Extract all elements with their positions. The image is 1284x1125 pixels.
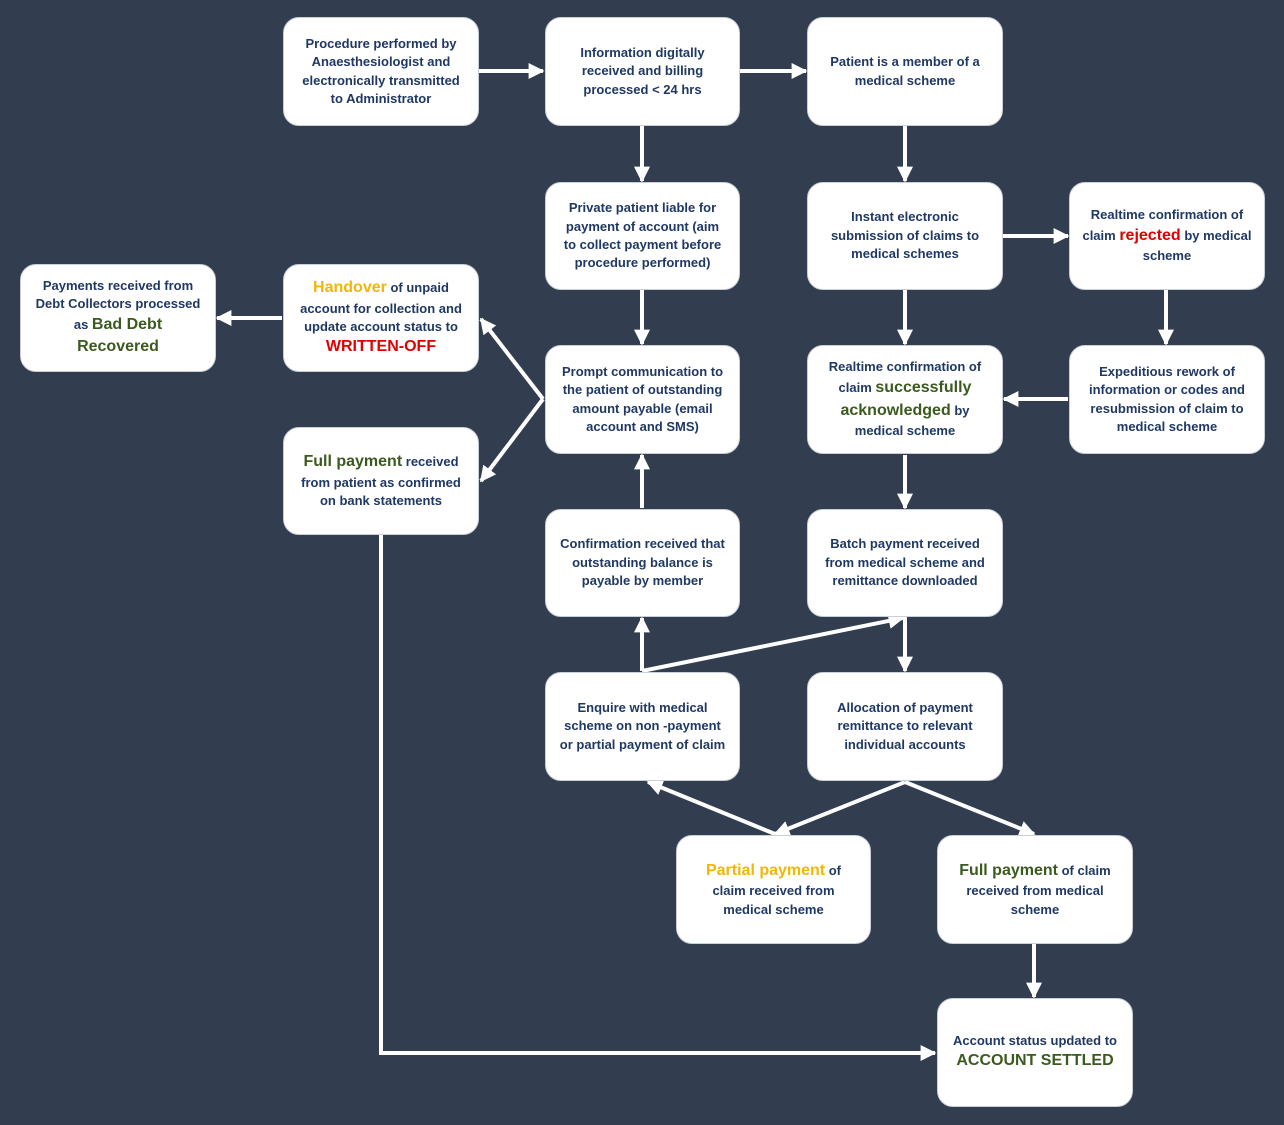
arrow-fullpayment-to-settled: [379, 535, 937, 1061]
node-info-received-text: Information digitally received and billi…: [580, 44, 705, 97]
arrow-partial-to-enquire: [646, 780, 776, 836]
arrow-prompt-to-fullpayment: [479, 397, 545, 483]
node-info-received: Information digitally received and billi…: [545, 17, 740, 126]
node-full-payment-patient-em: Full payment: [303, 453, 403, 471]
node-handover-em2: WRITTEN-OFF: [325, 338, 437, 356]
node-handover: Handover of unpaid account for collectio…: [283, 264, 479, 372]
node-allocation: Allocation of payment remittance to rele…: [807, 672, 1003, 781]
node-prompt-comm: Prompt communication to the patient of o…: [545, 345, 740, 454]
node-settled-em: ACCOUNT SETTLED: [956, 1052, 1114, 1070]
node-bad-debt: Payments received from Debt Collectors p…: [20, 264, 216, 372]
arrow-enquire-to-batch: [641, 613, 905, 673]
node-settled-text: Account status updated to ACCOUNT SETTLE…: [953, 1032, 1117, 1073]
node-partial-payment: Partial payment of claim received from m…: [676, 835, 871, 944]
node-member-text: Patient is a member of a medical scheme: [830, 54, 980, 88]
arrow-allocation-to-fullclaim: [904, 780, 1036, 837]
node-confirmation-balance: Confirmation received that outstanding b…: [545, 509, 740, 617]
node-full-payment-claim-em: Full payment: [959, 861, 1058, 879]
node-private-patient: Private patient liable for payment of ac…: [545, 182, 740, 290]
node-enquire-text: Enquire with medical scheme on non -paym…: [559, 699, 726, 752]
node-settled: Account status updated to ACCOUNT SETTLE…: [937, 998, 1133, 1107]
node-member: Patient is a member of a medical scheme: [807, 17, 1003, 126]
node-bad-debt-text: Payments received from Debt Collectors p…: [33, 277, 203, 359]
node-rejected: Realtime confirmation of claim rejected …: [1069, 182, 1265, 290]
node-procedure-text: Procedure performed by Anaesthesiologist…: [302, 35, 460, 106]
node-full-payment-patient-text: Full payment received from patient as co…: [296, 451, 466, 511]
node-acknowledged-text: Realtime confirmation of claim successfu…: [820, 358, 990, 440]
node-full-payment-claim-text: Full payment of claim received from medi…: [950, 860, 1120, 920]
node-procedure: Procedure performed by Anaesthesiologist…: [283, 17, 479, 126]
node-full-payment-patient-post: received from patient as confirmed on ba…: [301, 454, 461, 509]
node-enquire: Enquire with medical scheme on non -paym…: [545, 672, 740, 781]
node-batch-payment-text: Batch payment received from medical sche…: [825, 536, 985, 589]
node-confirmation-balance-text: Confirmation received that outstanding b…: [560, 536, 725, 589]
node-acknowledged-pre: Realtime confirmation of claim: [828, 359, 982, 395]
arrow-allocation-to-partial: [773, 780, 906, 837]
node-allocation-text: Allocation of payment remittance to rele…: [837, 699, 973, 752]
node-acknowledged-post: by medical scheme: [854, 402, 970, 439]
node-handover-text: Handover of unpaid account for collectio…: [296, 277, 466, 359]
node-full-payment-patient: Full payment received from patient as co…: [283, 427, 479, 535]
node-instant-submission-text: Instant electronic submission of claims …: [830, 209, 980, 262]
node-rejected-pre: Realtime confirmation of claim: [1082, 207, 1244, 243]
node-rejected-post: by medical scheme: [1142, 227, 1252, 264]
node-handover-em1: Handover: [313, 278, 387, 296]
node-partial-payment-post: of claim received from medical scheme: [712, 862, 842, 917]
node-bad-debt-em: Bad Debt Recovered: [77, 315, 163, 356]
node-handover-mid: of unpaid account for collection and upd…: [300, 279, 462, 334]
node-full-payment-claim-post: of claim received from medical scheme: [966, 862, 1111, 917]
node-settled-pre: Account status updated to: [953, 1032, 1117, 1048]
node-acknowledged: Realtime confirmation of claim successfu…: [807, 345, 1003, 454]
node-instant-submission: Instant electronic submission of claims …: [807, 182, 1003, 290]
node-batch-payment: Batch payment received from medical sche…: [807, 509, 1003, 617]
node-rework-text: Expeditious rework of information or cod…: [1088, 363, 1245, 434]
node-private-patient-text: Private patient liable for payment of ac…: [563, 200, 722, 271]
node-partial-payment-text: Partial payment of claim received from m…: [689, 860, 858, 920]
node-acknowledged-em: successfully acknowledged: [840, 378, 972, 419]
node-rejected-text: Realtime confirmation of claim rejected …: [1082, 206, 1252, 266]
node-partial-payment-em: Partial payment: [705, 861, 826, 879]
node-full-payment-claim: Full payment of claim received from medi…: [937, 835, 1133, 944]
node-prompt-comm-text: Prompt communication to the patient of o…: [561, 363, 724, 434]
node-bad-debt-pre: Payments received from Debt Collectors p…: [35, 277, 201, 332]
node-rework: Expeditious rework of information or cod…: [1069, 345, 1265, 454]
node-rejected-em: rejected: [1119, 226, 1181, 244]
arrow-prompt-to-handover: [479, 317, 545, 401]
